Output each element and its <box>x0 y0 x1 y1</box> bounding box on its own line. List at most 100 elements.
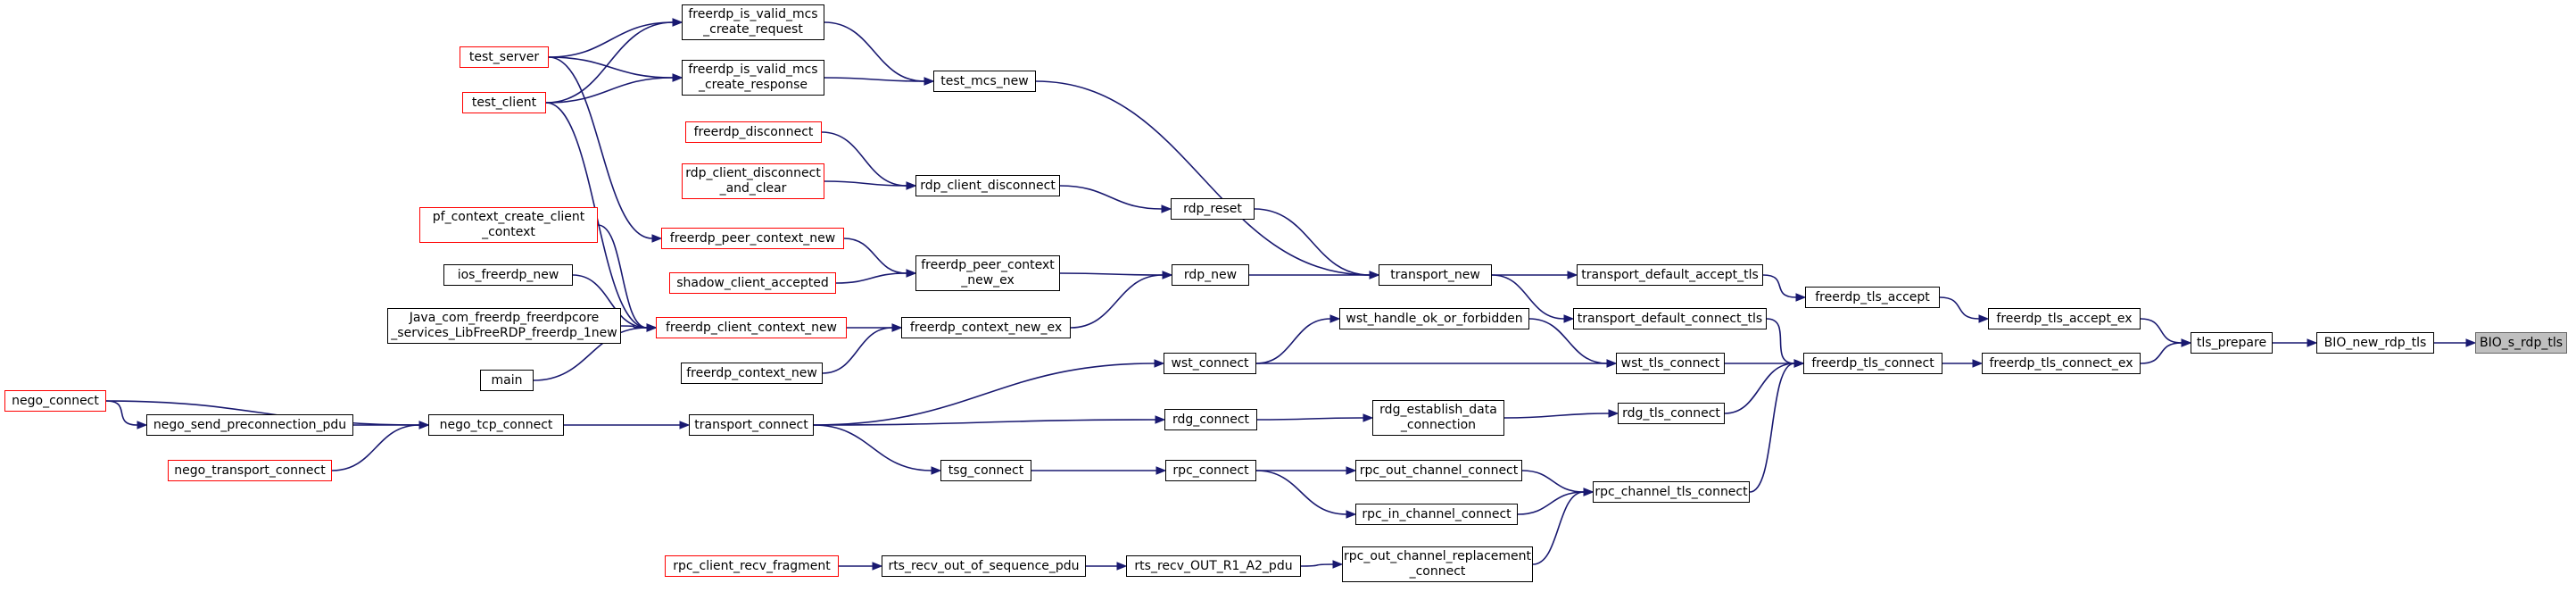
node-rpc-out-channel-replacement-connect[interactable]: rpc_out_channel_replacement _connect <box>1342 546 1533 582</box>
edge-test_server-to-freerdp_peer_context_new <box>548 56 653 239</box>
edge-pf_context_create_client_context-to-freerdp_client_context_new <box>597 224 648 329</box>
node-rdp-client-disconnect-and-clear[interactable]: rdp_client_disconnect _and_clear <box>682 163 824 199</box>
arrowhead-rdp_client_disconnect_and_clear-to-rdp_client_disconnect <box>906 181 917 190</box>
edge-rdp_reset-to-transport_new <box>1254 208 1371 276</box>
arrowhead-rpc_client_recv_fragment-to-rts_recv_out_of_sequence_pdu <box>872 562 883 571</box>
node-freerdp-context-new-ex[interactable]: freerdp_context_new_ex <box>901 317 1071 338</box>
arrowhead-freerdp_tls_connect-to-freerdp_tls_connect_ex <box>1972 359 1984 368</box>
node-freerdp-disconnect[interactable]: freerdp_disconnect <box>685 121 822 143</box>
arrowhead-nego_connect-to-nego_send_preconnection_pdu <box>137 421 148 429</box>
edge-rdg_connect-to-rdg_establish_data_connection <box>1256 417 1364 421</box>
node-nego-send-preconnection-pdu[interactable]: nego_send_preconnection_pdu <box>146 414 353 436</box>
node-java-com-freerdp-new[interactable]: Java_com_freerdp_freerdpcore _services_L… <box>387 308 621 344</box>
node-rpc-connect[interactable]: rpc_connect <box>1165 460 1256 481</box>
arrowhead-nego_transport_connect-to-nego_tcp_connect <box>418 421 430 429</box>
node-bio-s-rdp-tls[interactable]: BIO_s_rdp_tls <box>2475 332 2567 354</box>
edge-ios_freerdp_new-to-freerdp_client_context_new <box>572 274 648 329</box>
arrowhead-rpc_connect-to-rpc_in_channel_connect <box>1346 510 1357 519</box>
node-rdg-tls-connect[interactable]: rdg_tls_connect <box>1618 403 1725 424</box>
node-transport-default-connect-tls[interactable]: transport_default_connect_tls <box>1573 308 1767 329</box>
arrowhead-shadow_client_accepted-to-freerdp_peer_context_new_ex <box>906 269 917 278</box>
node-ios-freerdp-new[interactable]: ios_freerdp_new <box>443 264 573 286</box>
node-freerdp-tls-accept-ex[interactable]: freerdp_tls_accept_ex <box>1988 308 2141 329</box>
node-transport-connect[interactable]: transport_connect <box>689 414 814 436</box>
edge-nego_connect-to-nego_send_preconnection_pdu <box>105 400 138 426</box>
edge-rdp_client_disconnect_and_clear-to-rdp_client_disconnect <box>824 180 907 187</box>
edge-test_client-to-freerdp_is_valid_mcs_create_request <box>545 21 674 104</box>
node-tls-prepare[interactable]: tls_prepare <box>2191 332 2273 354</box>
edge-transport_default_accept_tls-to-freerdp_tls_accept <box>1762 274 1797 298</box>
node-pf-context-create-client-context[interactable]: pf_context_create_client _context <box>419 207 598 243</box>
arrowhead-transport_connect-to-rdg_connect <box>1155 415 1166 424</box>
arrowhead-rdp_client_disconnect-to-rdp_reset <box>1161 204 1172 213</box>
arrowhead-rpc_channel_tls_connect-to-freerdp_tls_connect <box>1793 359 1805 368</box>
edge-rpc_connect-to-rpc_in_channel_connect <box>1255 470 1347 515</box>
node-wst-connect[interactable]: wst_connect <box>1164 353 1256 374</box>
node-freerdp-tls-connect[interactable]: freerdp_tls_connect <box>1803 353 1942 374</box>
edge-test_mcs_new-to-transport_new <box>1035 80 1371 276</box>
node-nego-tcp-connect[interactable]: nego_tcp_connect <box>428 414 564 436</box>
node-freerdp-tls-connect-ex[interactable]: freerdp_tls_connect_ex <box>1982 353 2141 374</box>
node-test-mcs-new[interactable]: test_mcs_new <box>933 71 1036 92</box>
edge-transport_connect-to-wst_connect <box>813 363 1155 426</box>
node-rpc-client-recv-fragment[interactable]: rpc_client_recv_fragment <box>665 555 839 577</box>
edge-freerdp_disconnect-to-rdp_client_disconnect <box>821 131 907 187</box>
arrowhead-nego_tcp_connect-to-transport_connect <box>679 421 691 429</box>
node-freerdp-is-valid-mcs-create-request[interactable]: freerdp_is_valid_mcs _create_request <box>682 4 824 40</box>
node-freerdp-peer-context-new-ex[interactable]: freerdp_peer_context _new_ex <box>915 255 1060 291</box>
node-rts-recv-out-r1-a2-pdu[interactable]: rts_recv_OUT_R1_A2_pdu <box>1126 555 1301 577</box>
node-nego-transport-connect[interactable]: nego_transport_connect <box>168 460 332 481</box>
edge-nego_transport_connect-to-nego_tcp_connect <box>331 424 420 471</box>
node-bio-new-rdp-tls[interactable]: BIO_new_rdp_tls <box>2316 332 2434 354</box>
node-rpc-out-channel-connect[interactable]: rpc_out_channel_connect <box>1355 460 1522 481</box>
node-wst-handle-ok-or-forbidden[interactable]: wst_handle_ok_or_forbidden <box>1339 308 1529 329</box>
node-rpc-channel-tls-connect[interactable]: rpc_channel_tls_connect <box>1593 481 1750 503</box>
arrowhead-rdp_new-to-transport_new <box>1369 271 1380 279</box>
arrowhead-bio_new_rdp_tls-to-bio_s_rdp_tls <box>2465 338 2477 347</box>
node-rdp-new[interactable]: rdp_new <box>1172 264 1249 286</box>
node-freerdp-context-new[interactable]: freerdp_context_new <box>681 363 823 384</box>
edge-transport_new-to-transport_default_connect_tls <box>1491 274 1565 320</box>
node-freerdp-client-context-new[interactable]: freerdp_client_context_new <box>656 317 847 338</box>
arrowhead-freerdp_context_new_ex-to-rdp_new <box>1162 271 1173 279</box>
arrowhead-transport_new-to-transport_default_accept_tls <box>1567 271 1578 279</box>
edge-rdg_tls_connect-to-freerdp_tls_connect <box>1724 363 1795 414</box>
edge-freerdp_tls_accept-to-freerdp_tls_accept_ex <box>1939 296 1980 320</box>
node-test-client[interactable]: test_client <box>462 92 546 113</box>
node-freerdp-is-valid-mcs-create-response[interactable]: freerdp_is_valid_mcs _create_response <box>682 60 824 96</box>
node-rdp-client-disconnect[interactable]: rdp_client_disconnect <box>915 175 1060 196</box>
edge-transport_default_connect_tls-to-freerdp_tls_connect <box>1766 318 1795 364</box>
arrowhead-freerdp_is_valid_mcs_create_response-to-test_mcs_new <box>924 77 935 86</box>
node-tsg-connect[interactable]: tsg_connect <box>940 460 1031 481</box>
node-transport-default-accept-tls[interactable]: transport_default_accept_tls <box>1577 264 1763 286</box>
node-rpc-in-channel-connect[interactable]: rpc_in_channel_connect <box>1355 504 1518 525</box>
node-rdp-reset[interactable]: rdp_reset <box>1171 198 1255 220</box>
arrowhead-transport_connect-to-tsg_connect <box>931 466 942 475</box>
node-rts-recv-out-of-sequence-pdu[interactable]: rts_recv_out_of_sequence_pdu <box>882 555 1086 577</box>
arrowhead-wst_connect-to-wst_handle_ok_or_forbidden <box>1329 314 1341 323</box>
node-freerdp-tls-accept[interactable]: freerdp_tls_accept <box>1805 287 1940 308</box>
node-test-server[interactable]: test_server <box>460 46 549 68</box>
node-freerdp-peer-context-new[interactable]: freerdp_peer_context_new <box>661 228 844 249</box>
arrowhead-rpc_out_channel_replacement_connect-to-rpc_channel_tls_connect <box>1583 488 1594 496</box>
edge-rpc_out_channel_replacement_connect-to-rpc_channel_tls_connect <box>1532 491 1585 565</box>
node-rdg-establish-data-connection[interactable]: rdg_establish_data _connection <box>1372 400 1504 436</box>
node-rdg-connect[interactable]: rdg_connect <box>1164 409 1257 430</box>
node-wst-tls-connect[interactable]: wst_tls_connect <box>1616 353 1725 374</box>
node-shadow-client-accepted[interactable]: shadow_client_accepted <box>669 272 836 294</box>
edge-rts_recv_out_r1_a2_pdu-to-rpc_out_channel_replacement_connect <box>1300 563 1334 567</box>
edge-rpc_channel_tls_connect-to-freerdp_tls_connect <box>1749 363 1795 493</box>
node-main[interactable]: main <box>480 370 534 391</box>
edge-test_server-to-freerdp_is_valid_mcs_create_response <box>548 56 674 79</box>
arrowhead-rdg_establish_data_connection-to-rdg_tls_connect <box>1608 409 1619 418</box>
edge-test_client-to-freerdp_is_valid_mcs_create_response <box>545 77 674 104</box>
node-nego-connect[interactable]: nego_connect <box>4 390 106 412</box>
node-transport-new[interactable]: transport_new <box>1379 264 1492 286</box>
edge-freerdp_is_valid_mcs_create_request-to-test_mcs_new <box>824 21 925 82</box>
arrowhead-freerdp_context_new-to-freerdp_context_new_ex <box>891 323 903 332</box>
arrowhead-transport_default_accept_tls-to-freerdp_tls_accept <box>1795 293 1807 302</box>
arrowhead-transport_connect-to-wst_connect <box>1154 359 1165 368</box>
edge-wst_handle_ok_or_forbidden-to-wst_tls_connect <box>1528 318 1608 364</box>
